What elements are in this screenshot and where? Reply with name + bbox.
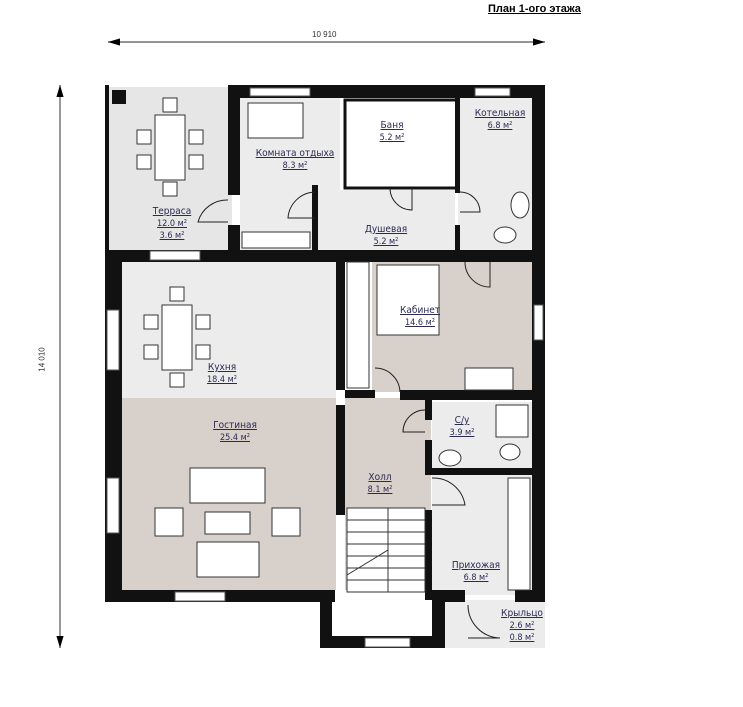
room-area: 3.9 м² (449, 428, 475, 438)
room-kitchen: Кухня 18.4 м² (207, 362, 237, 386)
room-area: 5.2 м² (379, 133, 405, 143)
shower-floor (318, 190, 455, 252)
room-office: Кабинет 14.6 м² (400, 305, 440, 329)
room-area: 25.4 м² (220, 433, 250, 443)
room-name: Душевая (364, 224, 408, 235)
room-bathroom: С/у 3.9 м² (450, 415, 475, 439)
room-name: Крыльцо (501, 608, 543, 619)
room-area: 6.8 м² (463, 573, 489, 583)
sauna-floor (343, 98, 459, 190)
room-name: Комната отдыха (255, 148, 335, 159)
porch-floor (445, 600, 545, 648)
room-area-secondary: 0.8 м² (509, 633, 535, 643)
room-boiler: Котельная 6.8 м² (475, 108, 526, 132)
room-rest: Комната отдыха 8.3 м² (256, 148, 335, 172)
room-entry: Прихожая 6.8 м² (452, 560, 500, 584)
room-name: С/у (454, 415, 470, 426)
door-swings (197, 187, 501, 639)
room-name: Баня (380, 120, 404, 131)
room-area: 8.3 м² (282, 161, 308, 171)
room-porch: Крыльцо 2.6 м² 0.8 м² (501, 608, 543, 644)
room-living: Гостиная 25.4 м² (213, 420, 257, 444)
room-area: 6.8 м² (487, 121, 513, 131)
room-name: Котельная (474, 108, 526, 119)
room-area: 8.1 м² (367, 485, 393, 495)
room-area: 12.0 м² (157, 219, 187, 229)
room-name: Кабинет (400, 305, 440, 316)
staircase (346, 507, 426, 593)
room-area: 18.4 м² (207, 375, 237, 385)
windows (106, 87, 544, 648)
room-name: Терраса (152, 206, 192, 217)
furniture (136, 97, 530, 578)
boiler-floor (458, 98, 532, 253)
chimney-icon (112, 90, 126, 104)
room-sauna: Баня 5.2 м² (380, 120, 405, 144)
room-name: Прихожая (451, 560, 501, 571)
height-dimension: 14 010 (37, 347, 47, 372)
room-area: 14.6 м² (405, 318, 435, 328)
room-area: 5.2 м² (373, 237, 399, 247)
width-dimension: 10 910 (312, 30, 337, 39)
wardrobes (241, 231, 531, 591)
room-area-secondary: 3.6 м² (159, 231, 185, 241)
plan-title: План 1-ого этажа (488, 3, 581, 15)
room-name: Гостиная (213, 420, 257, 431)
room-shower: Душевая 5.2 м² (365, 224, 407, 248)
room-name: Кухня (207, 362, 237, 373)
room-name: Холл (368, 472, 392, 483)
kitchen-floor (122, 262, 336, 398)
room-area: 2.6 м² (509, 621, 535, 631)
room-hall: Холл 8.1 м² (368, 472, 393, 496)
room-terrace: Терраса 12.0 м² 3.6 м² (153, 206, 191, 242)
